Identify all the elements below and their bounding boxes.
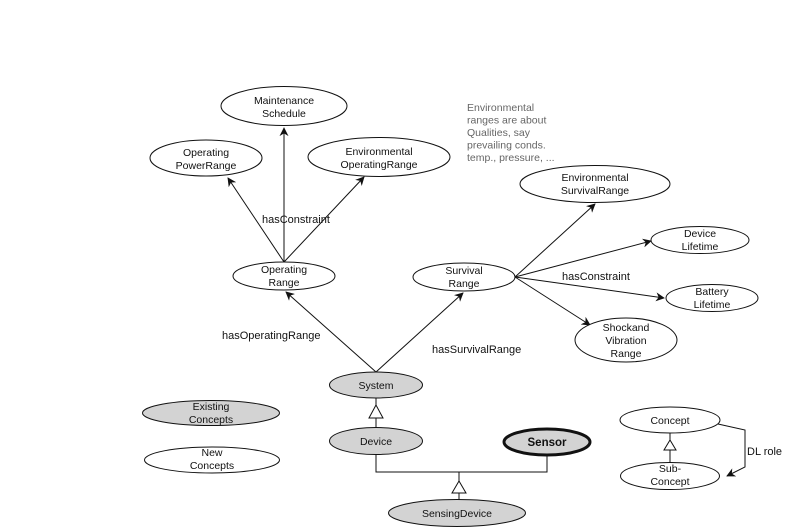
node-label: Environmental [345,146,412,158]
node-label: Environmental [561,172,628,184]
legend-label: Concept [650,476,689,488]
node-label: Maintenance [254,95,314,107]
edge-survival-to-environmental-survival [514,203,596,278]
legend-label: Concepts [189,414,233,426]
node-label: Shockand [603,322,650,334]
edges-system [285,291,464,373]
node-operating-power-range[interactable]: Operating PowerRange [149,139,263,177]
legend-label: Sub- [659,463,682,475]
legend-label: Concept [650,415,689,427]
node-survival-range[interactable]: Survival Range [412,262,516,292]
node-label: Device [684,228,716,240]
legend-label: New [201,447,222,459]
subclass-device-system [368,398,384,428]
node-device[interactable]: Device [329,427,423,455]
node-label: Schedule [262,108,306,120]
node-label: Lifetime [682,241,719,253]
node-label: SurvivalRange [561,185,629,197]
node-label: SensingDevice [422,508,492,520]
legend-label: Concepts [190,460,234,472]
subclass-triangle-icon [368,403,384,419]
note-line: Environmental [467,102,534,114]
legend-subclass [663,423,746,477]
subclass-triangle-icon [451,480,467,494]
node-label: Vibration [605,335,646,347]
legend-new-concepts: New Concepts [144,446,280,474]
edge-operating-to-power-range [227,177,285,263]
node-shock-vibration-range[interactable]: Shockand Vibration Range [574,317,678,363]
edge-label-has-survival-range: hasSurvivalRange [432,344,521,356]
node-maintenance-schedule[interactable]: Maintenance Schedule [220,86,348,126]
node-label: Battery [695,286,729,298]
node-label: Lifetime [694,299,731,311]
edges-operating-range [227,127,365,263]
node-system[interactable]: System [329,371,423,399]
legend-dl-role-label: DL role [747,446,782,458]
node-label: PowerRange [176,160,237,172]
edge-system-to-operating-range [285,291,377,373]
legend-label: Existing [193,401,230,413]
dl-role-arrow [717,423,746,477]
edge-survival-to-battery-lifetime [514,276,665,302]
note-line: prevailing conds. [467,140,546,152]
note-environmental-ranges: Environmental ranges are about Qualities… [467,102,555,164]
node-operating-range[interactable]: Operating Range [232,261,336,291]
edge-system-to-survival-range [375,292,464,373]
subclass-triangle-icon [663,439,677,451]
edge-label-has-constraint-operating: hasConstraint [262,214,330,226]
node-label: Survival [445,265,482,277]
note-line: temp., pressure, ... [467,152,555,164]
node-label: System [358,380,393,392]
legend-concept: Concept [619,406,721,434]
edge-survival-to-shock-vibration [514,276,591,326]
edges-survival-range [514,203,665,326]
legend-sub-concept: Sub- Concept [620,462,720,490]
legend-existing-concepts: Existing Concepts [142,400,280,426]
node-environmental-operating-range[interactable]: Environmental OperatingRange [307,137,451,177]
node-label: Operating [261,264,307,276]
node-label: OperatingRange [340,159,417,171]
node-battery-lifetime[interactable]: Battery Lifetime [665,284,759,312]
node-environmental-survival-range[interactable]: Environmental SurvivalRange [519,165,671,203]
edge-label-has-operating-range: hasOperatingRange [222,330,320,342]
node-label: Operating [183,147,229,159]
node-label: Range [269,277,300,289]
note-line: ranges are about [467,115,546,127]
edge-operating-to-environmental-operating [283,176,365,263]
edge-label-has-constraint-survival: hasConstraint [562,271,630,283]
note-line: Qualities, say [467,127,531,139]
subclass-sensingdevice [375,455,548,500]
node-label: Sensor [528,437,568,449]
node-label: Range [449,278,480,290]
node-sensing-device[interactable]: SensingDevice [388,499,526,527]
node-label: Range [611,348,642,360]
edge-survival-to-device-lifetime [514,238,652,278]
node-device-lifetime[interactable]: Device Lifetime [650,226,750,254]
node-label: Device [360,436,392,448]
node-sensor[interactable]: Sensor [502,427,592,457]
